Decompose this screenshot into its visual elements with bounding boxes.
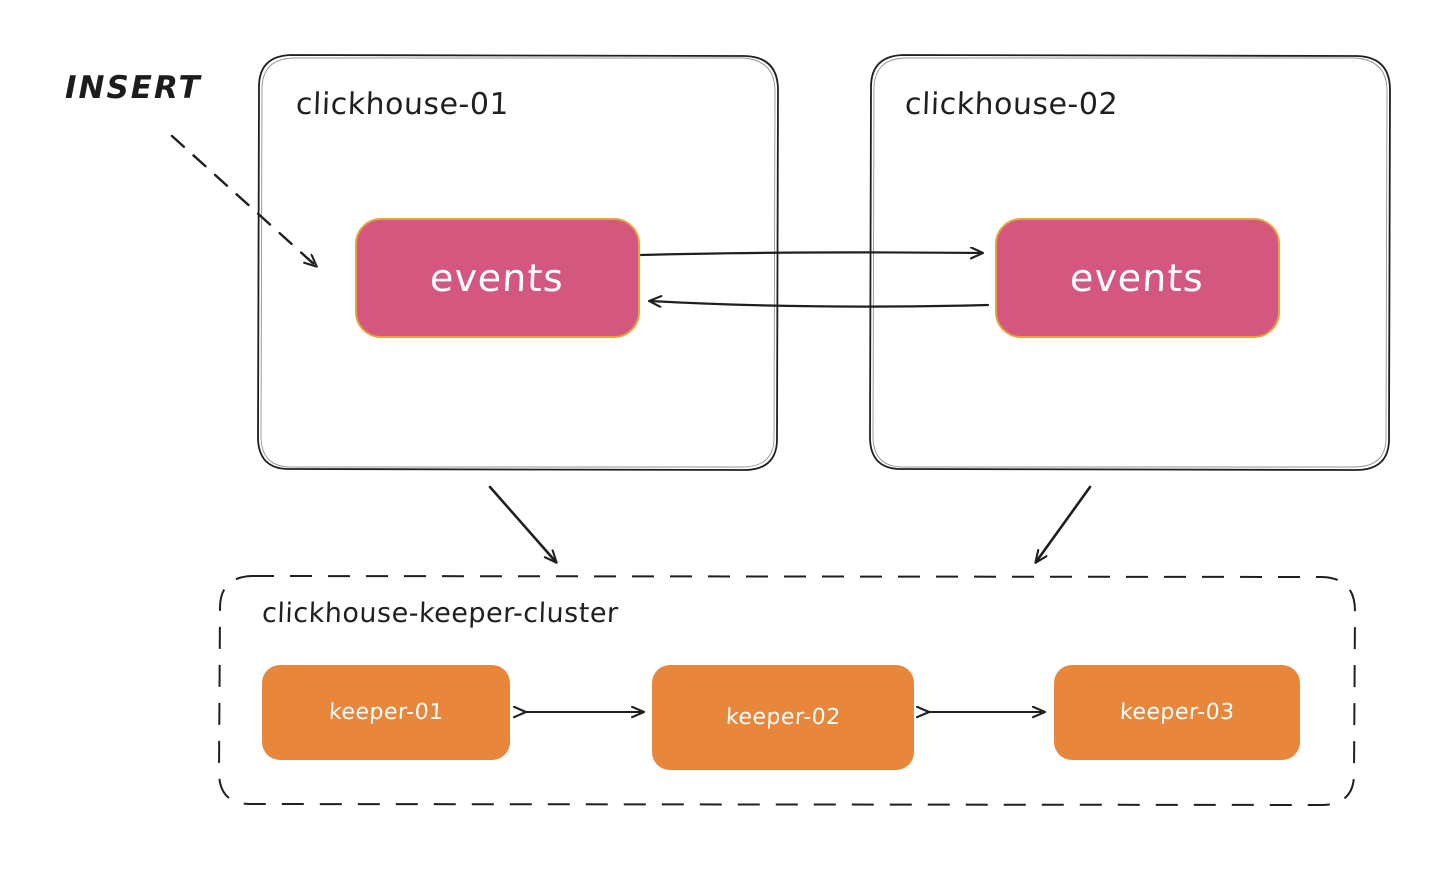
keeper02-keeper03-arrow[interactable] xyxy=(920,698,1052,728)
replication-arrow-top[interactable] xyxy=(641,240,991,266)
replication-arrow-bottom[interactable] xyxy=(641,292,991,318)
ch01-to-keeper-arrow[interactable] xyxy=(480,482,570,572)
insert-arrow[interactable] xyxy=(160,125,330,280)
keeper-node-label: keeper-03 xyxy=(1119,700,1235,725)
keeper-node-label: keeper-02 xyxy=(725,705,841,730)
clickhouse-02-title: clickhouse-02 xyxy=(904,87,1119,122)
keeper-node-label: keeper-01 xyxy=(328,700,444,725)
events-table-clickhouse-01[interactable]: events xyxy=(355,218,640,338)
insert-label: INSERT xyxy=(65,70,202,106)
events-table-label: events xyxy=(1069,256,1206,300)
ch02-to-keeper-arrow[interactable] xyxy=(1026,482,1116,572)
keeper-node-keeper-02[interactable]: keeper-02 xyxy=(652,665,914,770)
keeper-node-keeper-03[interactable]: keeper-03 xyxy=(1054,665,1300,760)
keeper01-keeper02-arrow[interactable] xyxy=(518,698,650,728)
clickhouse-01-title: clickhouse-01 xyxy=(295,87,510,122)
keeper-node-keeper-01[interactable]: keeper-01 xyxy=(262,665,510,760)
events-table-label: events xyxy=(429,256,566,300)
events-table-clickhouse-02[interactable]: events xyxy=(995,218,1280,338)
keeper-cluster-title: clickhouse-keeper-cluster xyxy=(261,598,620,629)
